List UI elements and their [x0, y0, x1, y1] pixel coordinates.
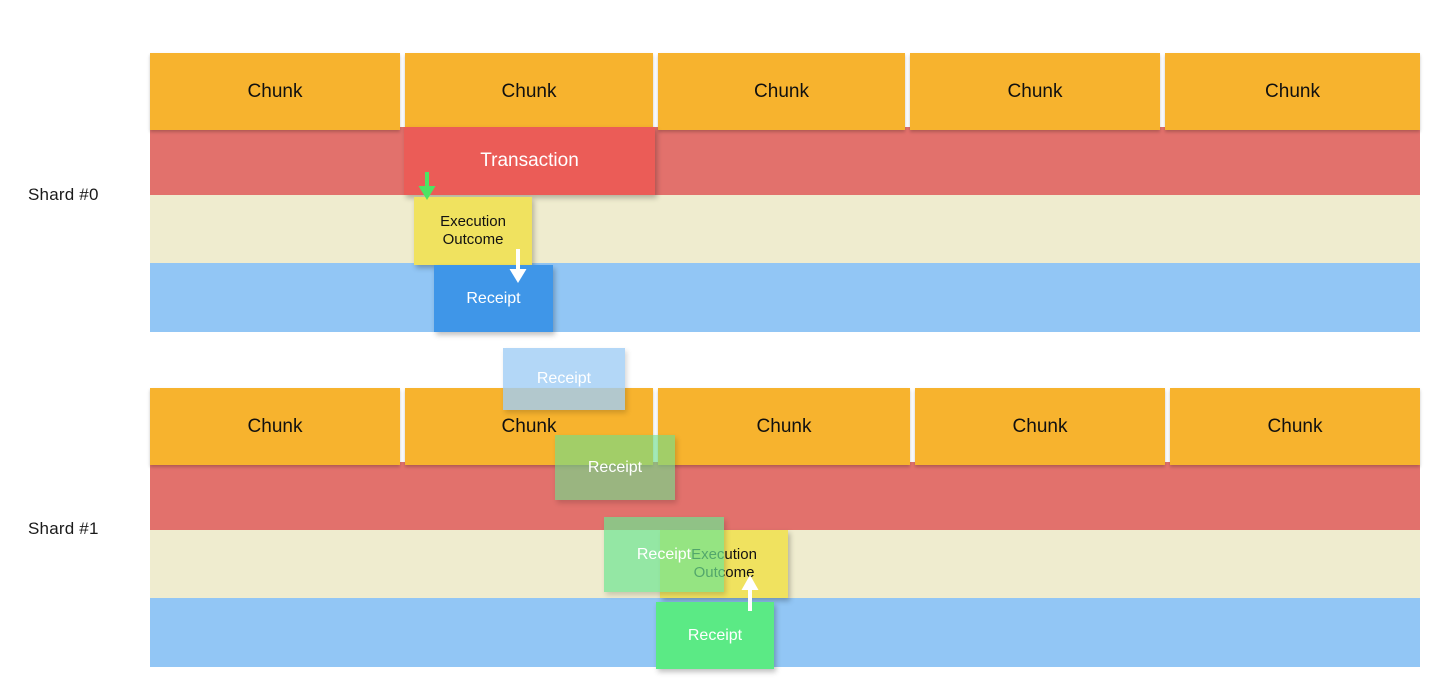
- shard-0-chunk-3[interactable]: Chunk: [910, 53, 1160, 130]
- chunk-label: Chunk: [501, 80, 557, 102]
- shard-0-chunk-1[interactable]: Chunk: [405, 53, 653, 130]
- chunk-label: Chunk: [1265, 80, 1320, 102]
- shard-1-chunk-4[interactable]: Chunk: [1170, 388, 1420, 465]
- execution-outcome-line-1: Execution: [440, 212, 506, 230]
- chunk-label: Chunk: [756, 415, 812, 437]
- shard-0-transaction-band: [150, 127, 1420, 195]
- receipt-box-shard0[interactable]: Receipt: [434, 265, 553, 332]
- receipt-label: Receipt: [587, 458, 643, 476]
- shard-1-chunk-0[interactable]: Chunk: [150, 388, 400, 465]
- chunk-label: Chunk: [247, 80, 303, 102]
- shard-1-transaction-band: [150, 462, 1420, 530]
- execution-outcome-line-2: Outcome: [442, 231, 504, 248]
- arrow-down-green-icon: [418, 172, 436, 200]
- transaction-label: Transaction: [480, 150, 579, 172]
- shard-0-receipt-band: [150, 263, 1420, 332]
- ghost-receipt-2: Receipt: [555, 435, 675, 500]
- receipt-label: Receipt: [466, 289, 521, 307]
- shard-0-chunk-row: Chunk Chunk Chunk Chunk Chunk: [150, 53, 1420, 130]
- shard-0-label: Shard #0: [28, 185, 99, 204]
- chunk-label: Chunk: [754, 80, 809, 102]
- chunk-label: Chunk: [247, 415, 303, 437]
- shard-0-chunk-0[interactable]: Chunk: [150, 53, 400, 130]
- shard-1-receipt-band: [150, 598, 1420, 667]
- chunk-label: Chunk: [1267, 415, 1323, 437]
- shard-1-chunk-row: Chunk Chunk Chunk Chunk Chunk: [150, 388, 1420, 465]
- shard-0-outcome-band: [150, 195, 1420, 263]
- arrow-down-white-icon: [509, 249, 527, 283]
- chunk-label: Chunk: [1007, 80, 1063, 102]
- receipt-label: Receipt: [636, 545, 692, 563]
- receipt-label: Receipt: [536, 370, 592, 388]
- transaction-box[interactable]: Transaction: [404, 127, 655, 195]
- shard-1-chunk-3[interactable]: Chunk: [915, 388, 1165, 465]
- shard-0-chunk-4[interactable]: Chunk: [1165, 53, 1420, 130]
- ghost-receipt-1: Receipt: [503, 348, 625, 410]
- shard-1-chunk-2[interactable]: Chunk: [658, 388, 910, 465]
- ghost-receipt-3: Receipt: [604, 517, 724, 592]
- chunk-label: Chunk: [501, 415, 557, 437]
- arrow-outcome-to-receipt: [506, 249, 530, 285]
- execution-outcome-box-shard0[interactable]: Execution Outcome: [414, 197, 532, 265]
- receipt-box-shard1[interactable]: Receipt: [656, 602, 774, 669]
- arrow-transaction-to-outcome: [415, 172, 439, 202]
- shard-1-label: Shard #1: [28, 519, 99, 538]
- arrow-receipt-to-outcome: [738, 573, 762, 611]
- chunk-label: Chunk: [1012, 415, 1068, 437]
- receipt-label: Receipt: [687, 626, 743, 644]
- shard-0-chunk-2[interactable]: Chunk: [658, 53, 905, 130]
- arrow-up-white-icon: [741, 575, 759, 611]
